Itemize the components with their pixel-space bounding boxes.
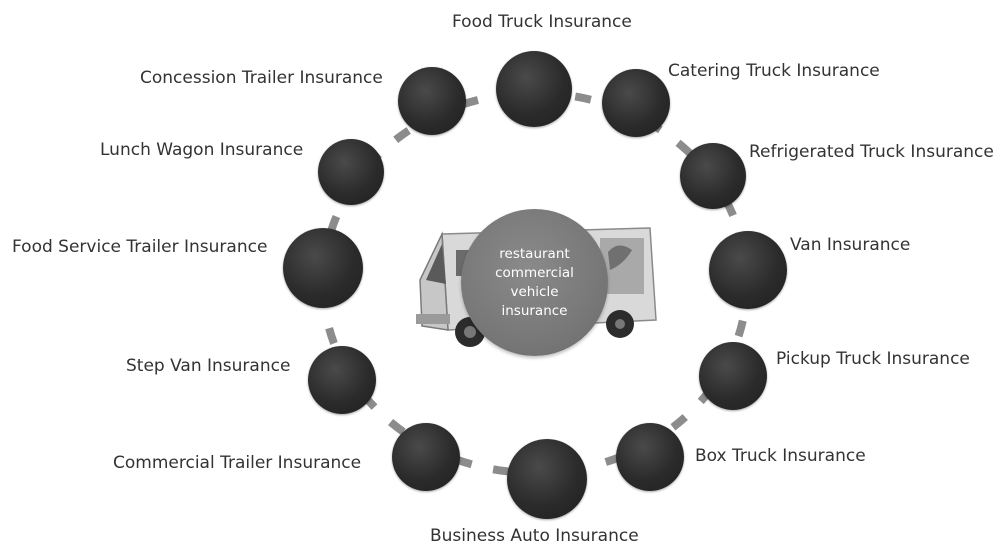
node-concession-trailer (398, 67, 466, 135)
node-business-auto (507, 439, 587, 519)
node-box-truck (616, 423, 684, 491)
label-catering-truck: Catering Truck Insurance (668, 61, 880, 81)
node-refrigerated-truck (680, 143, 746, 209)
center-line-3: vehicle (510, 284, 559, 300)
label-food-truck: Food Truck Insurance (452, 12, 632, 32)
label-box-truck: Box Truck Insurance (695, 446, 866, 466)
node-food-truck (496, 51, 572, 127)
label-lunch-wagon: Lunch Wagon Insurance (100, 140, 304, 160)
label-food-service-trailer: Food Service Trailer Insurance (12, 237, 268, 257)
center-hub-label: restaurant commercial vehicle insurance (461, 245, 608, 321)
label-step-van: Step Van Insurance (126, 356, 291, 376)
node-food-service-trailer (283, 228, 363, 308)
label-refrigerated-truck: Refrigerated Truck Insurance (749, 142, 994, 162)
node-van (709, 231, 787, 309)
label-pickup-truck: Pickup Truck Insurance (776, 349, 970, 369)
center-line-2: commercial (495, 265, 574, 281)
node-lunch-wagon (318, 139, 384, 205)
node-catering-truck (602, 69, 670, 137)
center-line-1: restaurant (499, 246, 570, 262)
center-hub (461, 209, 608, 356)
label-concession-trailer: Concession Trailer Insurance (140, 68, 383, 88)
label-commercial-trailer: Commercial Trailer Insurance (113, 453, 362, 473)
label-van: Van Insurance (790, 235, 911, 255)
node-pickup-truck (699, 342, 767, 410)
center-line-4: insurance (501, 303, 568, 319)
label-business-auto: Business Auto Insurance (430, 526, 639, 546)
node-step-van (308, 346, 376, 414)
node-commercial-trailer (392, 423, 460, 491)
